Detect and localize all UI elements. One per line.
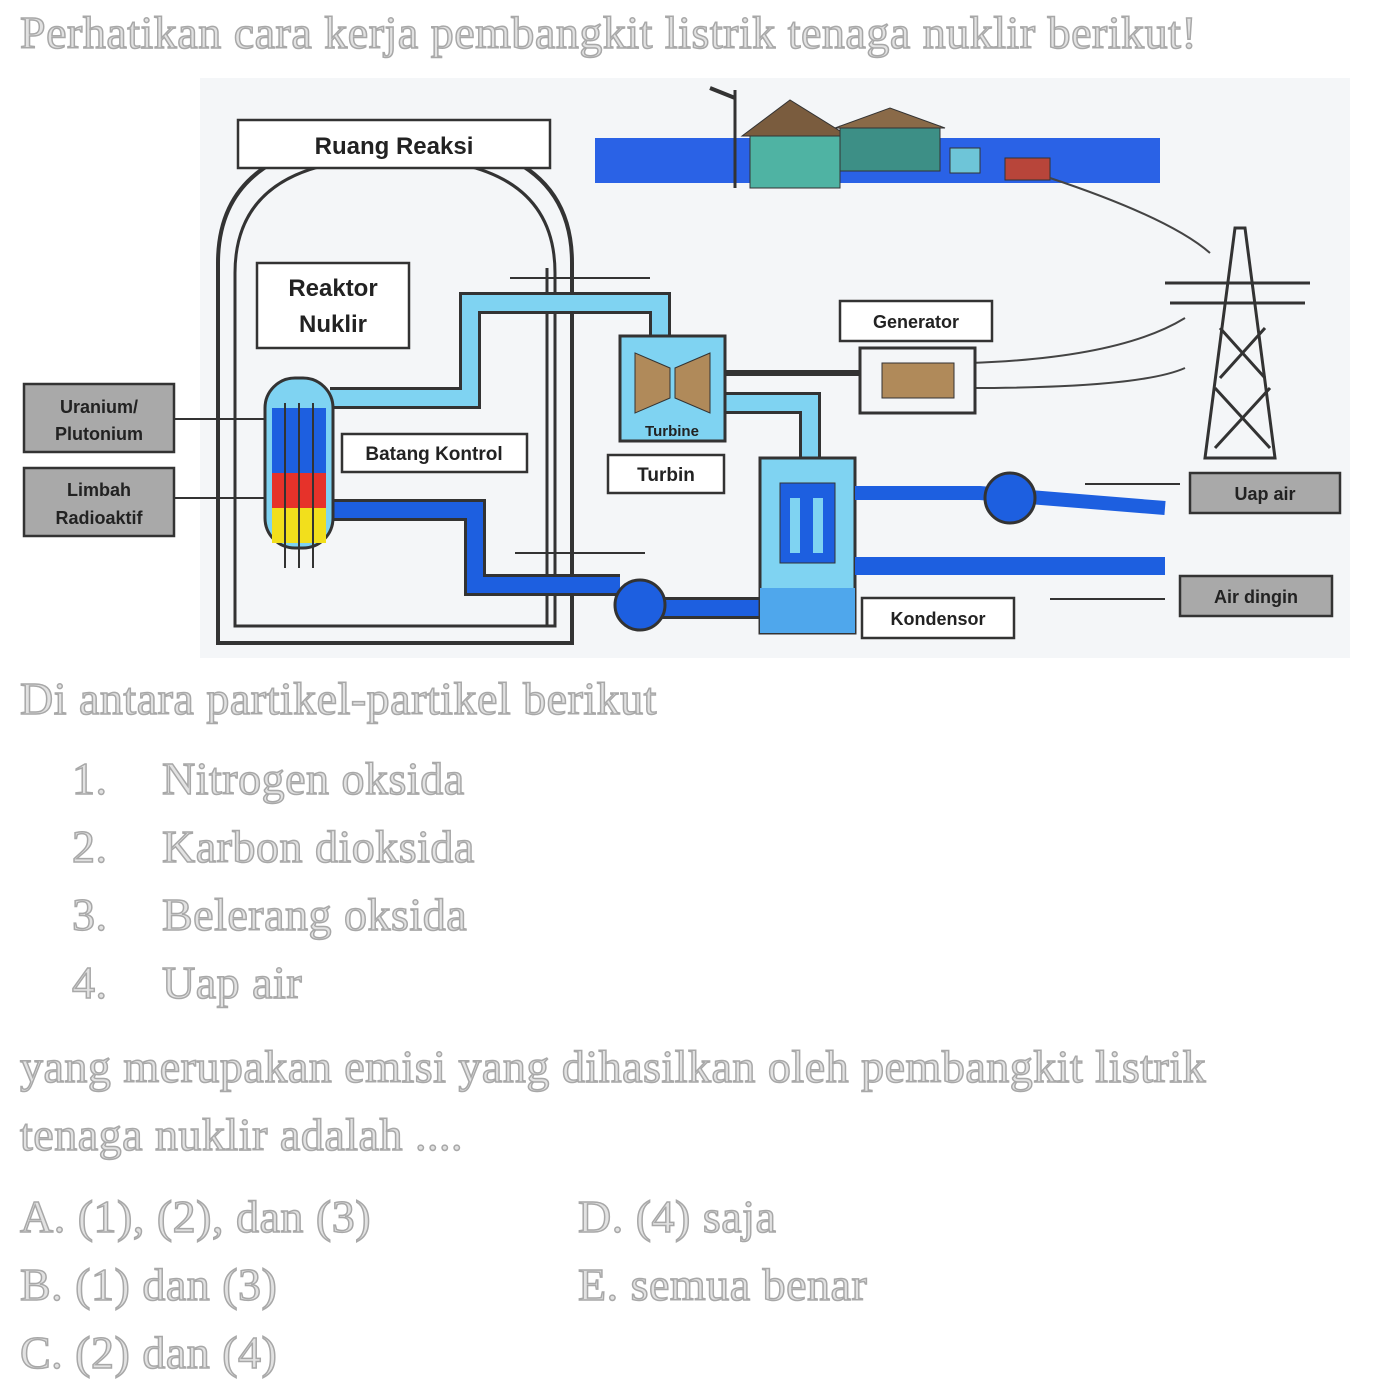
- svg-text:Ruang Reaksi: Ruang Reaksi: [315, 133, 474, 160]
- house-icon: [740, 99, 1051, 189]
- label-batang-kontrol: Batang Kontrol: [340, 432, 529, 474]
- svg-text:Kondensor: Kondensor: [890, 609, 985, 629]
- svg-text:Nuklir: Nuklir: [299, 311, 367, 338]
- list-item-label: Belerang oksida: [161, 888, 468, 941]
- pump-icon: [613, 578, 667, 632]
- label-uap-air: Uap air: [1188, 471, 1342, 515]
- list-item-number: 2.: [71, 820, 108, 873]
- label-uranium-plutonium: Uranium/ Plutonium: [22, 382, 176, 454]
- svg-text:Limbah: Limbah: [67, 480, 131, 500]
- question-text-line2: tenaga nuklir adalah ....: [19, 1108, 463, 1161]
- intro-text: Di antara partikel-partikel berikut: [19, 672, 657, 725]
- option-a[interactable]: A. (1), (2), dan (3): [19, 1190, 372, 1243]
- label-turbin: Turbin: [606, 453, 726, 495]
- question-text-line1: yang merupakan emisi yang dihasilkan ole…: [19, 1040, 1207, 1093]
- option-b[interactable]: B. (1) dan (3): [19, 1258, 278, 1311]
- question-heading: Perhatikan cara kerja pembangkit listrik…: [19, 6, 1198, 59]
- generator-icon: [858, 346, 977, 415]
- svg-text:Air dingin: Air dingin: [1214, 587, 1298, 607]
- steam-pipe: [330, 295, 668, 406]
- label-reaktor-nuklir: Reaktor Nuklir: [255, 261, 411, 350]
- condenser-icon: [758, 456, 857, 635]
- list-item-label: Nitrogen oksida: [161, 752, 465, 805]
- reactor-vessel: [263, 376, 335, 568]
- svg-text:Uranium/: Uranium/: [60, 397, 138, 417]
- label-ruang-reaksi: Ruang Reaksi: [236, 118, 552, 170]
- label-generator: Generator: [838, 299, 994, 343]
- option-e[interactable]: E. semua benar: [577, 1258, 868, 1311]
- option-d[interactable]: D. (4) saja: [577, 1190, 777, 1243]
- svg-text:Plutonium: Plutonium: [55, 424, 143, 444]
- nuclear-power-plant-diagram: Ruang Reaksi Reaktor Nuklir Batang Kontr…: [22, 78, 1350, 658]
- coolant-pipe: [330, 502, 620, 593]
- cooling-pump-icon: [983, 471, 1037, 525]
- list-item-label: Karbon dioksida: [161, 820, 475, 873]
- svg-text:Generator: Generator: [873, 312, 959, 332]
- label-air-dingin: Air dingin: [1178, 574, 1334, 618]
- svg-text:Batang Kontrol: Batang Kontrol: [365, 444, 502, 465]
- transmission-tower-icon: [1165, 226, 1310, 460]
- turbine-icon: [618, 334, 727, 443]
- svg-text:Reaktor: Reaktor: [288, 275, 377, 302]
- svg-text:Turbin: Turbin: [637, 465, 695, 486]
- label-turbine-small: Turbine: [645, 423, 699, 440]
- svg-text:Radioaktif: Radioaktif: [55, 508, 143, 528]
- option-c[interactable]: C. (2) dan (4): [19, 1326, 278, 1379]
- list-item-number: 1.: [71, 752, 108, 805]
- list-item-label: Uap air: [161, 956, 303, 1009]
- svg-text:Uap air: Uap air: [1234, 484, 1295, 504]
- list-item-number: 3.: [71, 888, 108, 941]
- label-limbah-radioaktif: Limbah Radioaktif: [22, 466, 176, 538]
- list-item-number: 4.: [71, 956, 108, 1009]
- label-kondensor: Kondensor: [860, 596, 1016, 640]
